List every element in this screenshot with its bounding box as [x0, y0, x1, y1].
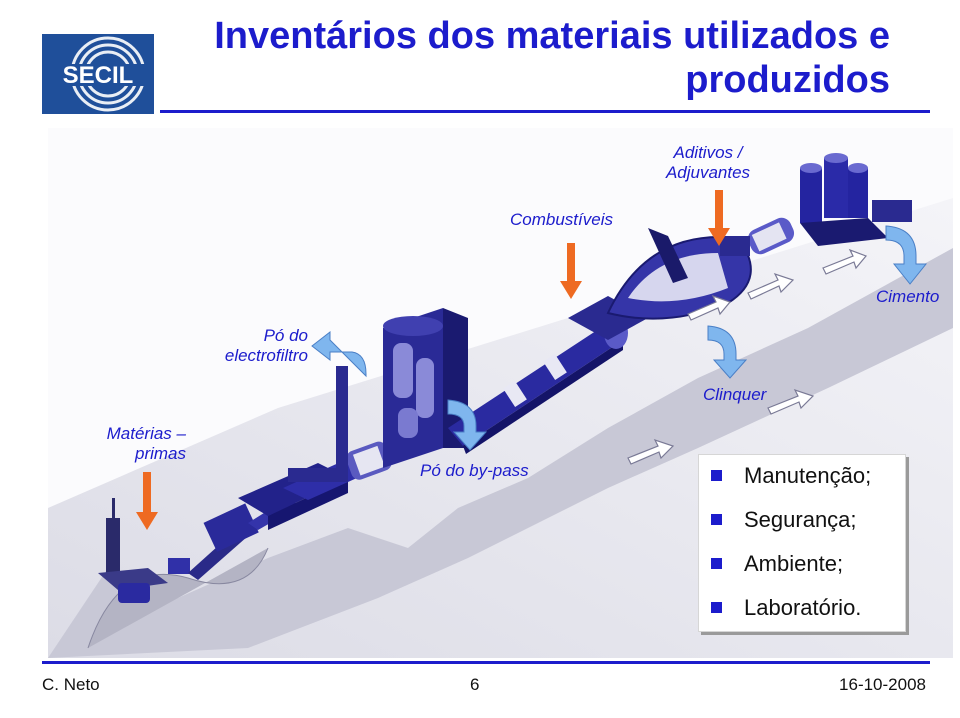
- label-po-bypass: Pó do by-pass: [420, 461, 529, 480]
- bullet-item: Ambiente;: [711, 551, 843, 577]
- cement-plant-illustration: [48, 128, 953, 658]
- label-aditivos: Aditivos / Adjuvantes: [665, 143, 751, 182]
- label-combustiveis: Combustíveis: [510, 210, 613, 229]
- footer-divider: [42, 661, 930, 664]
- footer-page-number: 6: [470, 675, 480, 694]
- label-clinquer: Clinquer: [703, 385, 767, 404]
- bullet-item: Laboratório.: [711, 595, 861, 621]
- footer-author: C. Neto: [42, 675, 100, 694]
- bullet-list-box: Manutenção; Segurança; Ambiente; Laborat…: [698, 454, 906, 632]
- square-bullet-icon: [711, 557, 722, 569]
- footer-date: 16-10-2008: [839, 675, 926, 694]
- label-cimento: Cimento: [876, 287, 940, 306]
- label-materias-primas: Matérias – primas: [106, 424, 186, 463]
- square-bullet-icon: [711, 601, 722, 613]
- square-bullet-icon: [711, 513, 722, 525]
- bullet-item: Manutenção;: [711, 463, 871, 489]
- bullet-item: Segurança;: [711, 507, 857, 533]
- title-divider: [160, 110, 930, 113]
- square-bullet-icon: [711, 469, 722, 481]
- page-title: Inventários dos materiais utilizados e p…: [214, 15, 890, 101]
- label-po-electrofiltro: Pó do electrofiltro: [224, 326, 308, 365]
- svg-text:SECIL: SECIL: [63, 62, 134, 89]
- secil-logo: SECIL: [42, 34, 154, 114]
